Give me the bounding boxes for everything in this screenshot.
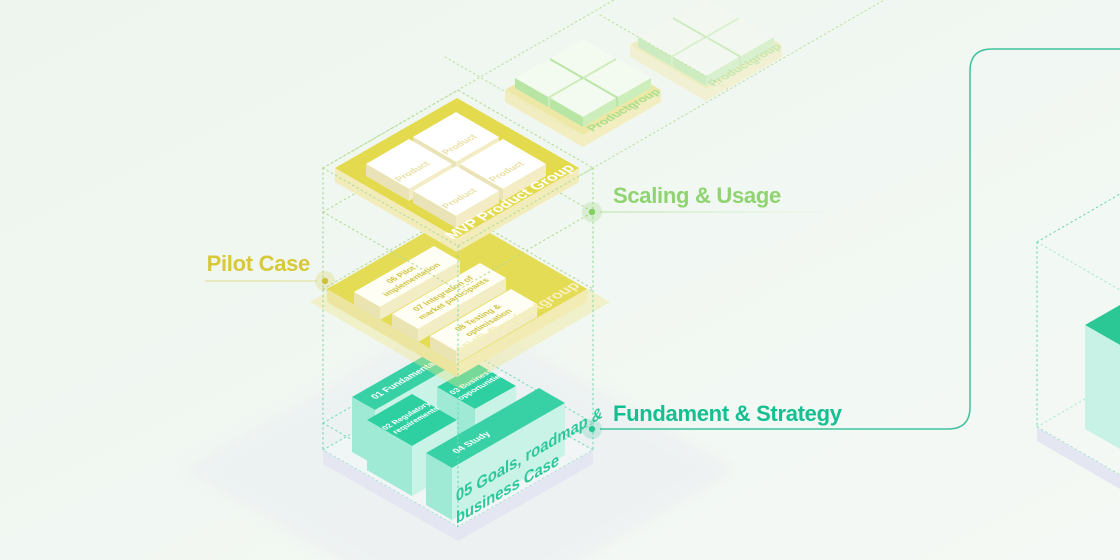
block-04-study: 04 Study (426, 388, 565, 520)
productgroup-near: Productgroup (505, 39, 664, 147)
box-vertical-edges (322, 167, 594, 528)
base-slab-left (323, 450, 458, 541)
pilot-dot (321, 277, 329, 285)
scaling-usage-label: Scaling & Usage (613, 183, 781, 208)
callout-fundament-strategy: Fundament & Strategy (582, 48, 1120, 439)
mvp-product-group-layer: Product Product Product Product MVP Prod… (321, 89, 595, 252)
pilot-layer: 06 Pilot implementation 07 Integration o… (310, 133, 610, 389)
top-box-outline (321, 89, 595, 247)
base-slab-right (458, 450, 593, 541)
bar-06-pilot-implementation: 06 Pilot implementation (354, 246, 460, 320)
right-base-slab (1037, 427, 1120, 489)
fundament-strategy-label: Fundament & Strategy (613, 401, 843, 426)
callout-scaling-usage: Scaling & Usage (582, 183, 835, 222)
right-wireframe-box (1036, 193, 1120, 489)
productgroup-far: Productgroup (630, 0, 785, 101)
fundament-dot (588, 425, 596, 433)
scaling-dot (588, 208, 596, 216)
callout-pilot-case: Pilot Case (205, 251, 335, 291)
connector-line (600, 48, 1120, 430)
right-teal-block-face (1085, 325, 1120, 449)
product-block-south: Product (413, 166, 499, 228)
right-teal-block-top (1085, 305, 1120, 345)
pilot-case-label: Pilot Case (207, 251, 310, 276)
